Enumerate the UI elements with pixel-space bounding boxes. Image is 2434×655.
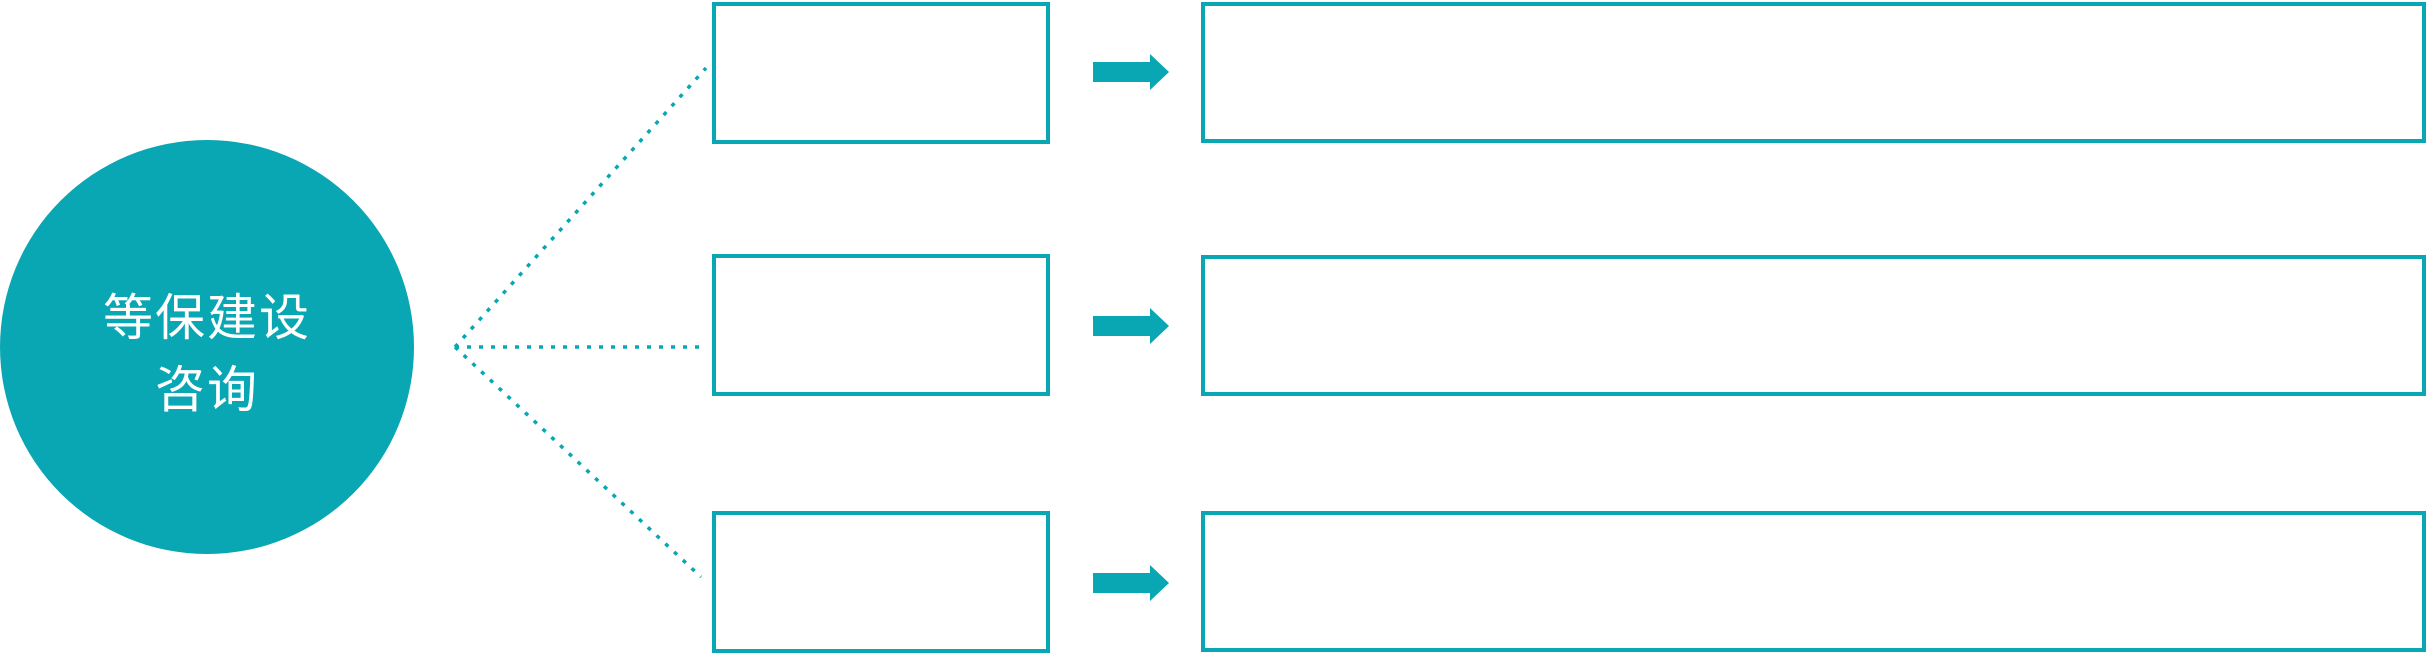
result-box-2 — [1201, 255, 2426, 396]
source-circle-label-line2: 咨询 — [155, 362, 259, 418]
source-circle — [0, 140, 414, 554]
arrow-right-icon-1 — [1093, 54, 1169, 90]
arrow-right-icon-3 — [1093, 565, 1169, 601]
result-box-1 — [1201, 2, 2426, 143]
branch-box-2 — [712, 254, 1050, 396]
source-circle-label: 等保建设 咨询 — [0, 282, 414, 426]
branch-box-1 — [712, 2, 1050, 144]
result-box-3 — [1201, 511, 2426, 652]
arrow-right-icon-2 — [1093, 308, 1169, 344]
dotted-connector-bottom — [453, 345, 703, 579]
dotted-connector-top — [453, 66, 708, 349]
source-circle-label-line1: 等保建设 — [103, 290, 311, 346]
branch-box-3 — [712, 511, 1050, 653]
